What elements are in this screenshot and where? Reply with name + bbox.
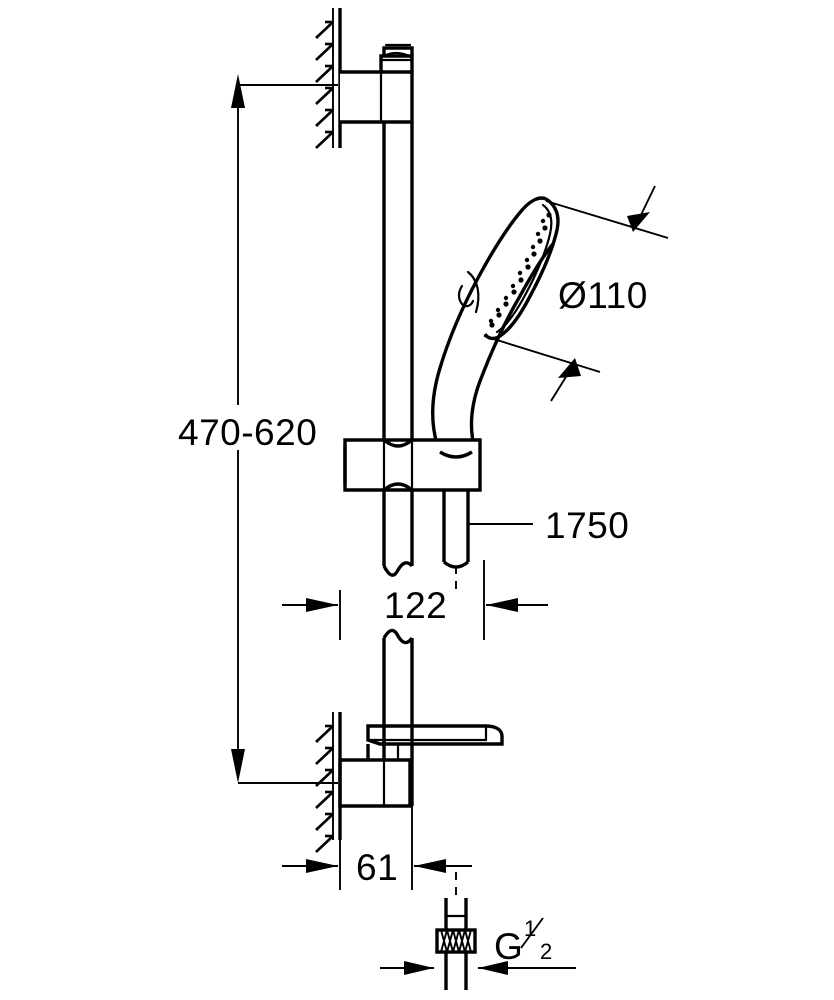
shower-holder <box>343 438 482 492</box>
dimension-rail-height: 470-620 <box>178 74 338 784</box>
dimension-label-rail-height: 470-620 <box>178 412 317 453</box>
dimension-label-shower-diameter: Ø110 <box>558 275 648 316</box>
dimension-upper-projection: 122 <box>282 560 548 640</box>
dimension-label-upper-projection: 122 <box>384 585 447 626</box>
wall-hatching-upper <box>315 20 334 149</box>
dimension-label-lower-projection: 61 <box>356 847 398 888</box>
dimension-shower-diameter: Ø110 <box>483 185 669 402</box>
dimension-label-hose-thread: G <box>494 926 523 967</box>
hand-shower <box>431 196 560 462</box>
bracket-upper <box>340 51 414 124</box>
hose-nut <box>435 898 477 990</box>
dimension-label-thread-numerator: 1 <box>524 916 536 941</box>
knurl-pattern <box>440 929 472 953</box>
dimension-hose-length: 1750 <box>468 505 629 546</box>
dimension-label-hose-length: 1750 <box>545 505 629 546</box>
bracket-lower <box>338 724 504 808</box>
hose <box>442 490 470 592</box>
wall-hatching-lower <box>315 724 334 853</box>
dimension-lower-projection: 61 <box>282 806 472 900</box>
dimension-hose-thread: G 1 2 <box>380 916 576 975</box>
wall-lower <box>315 712 342 853</box>
rail-cap <box>382 43 414 56</box>
spray-nozzle-pattern <box>488 212 552 328</box>
dimension-label-thread-denominator: 2 <box>540 939 552 964</box>
wall-upper <box>315 8 342 149</box>
